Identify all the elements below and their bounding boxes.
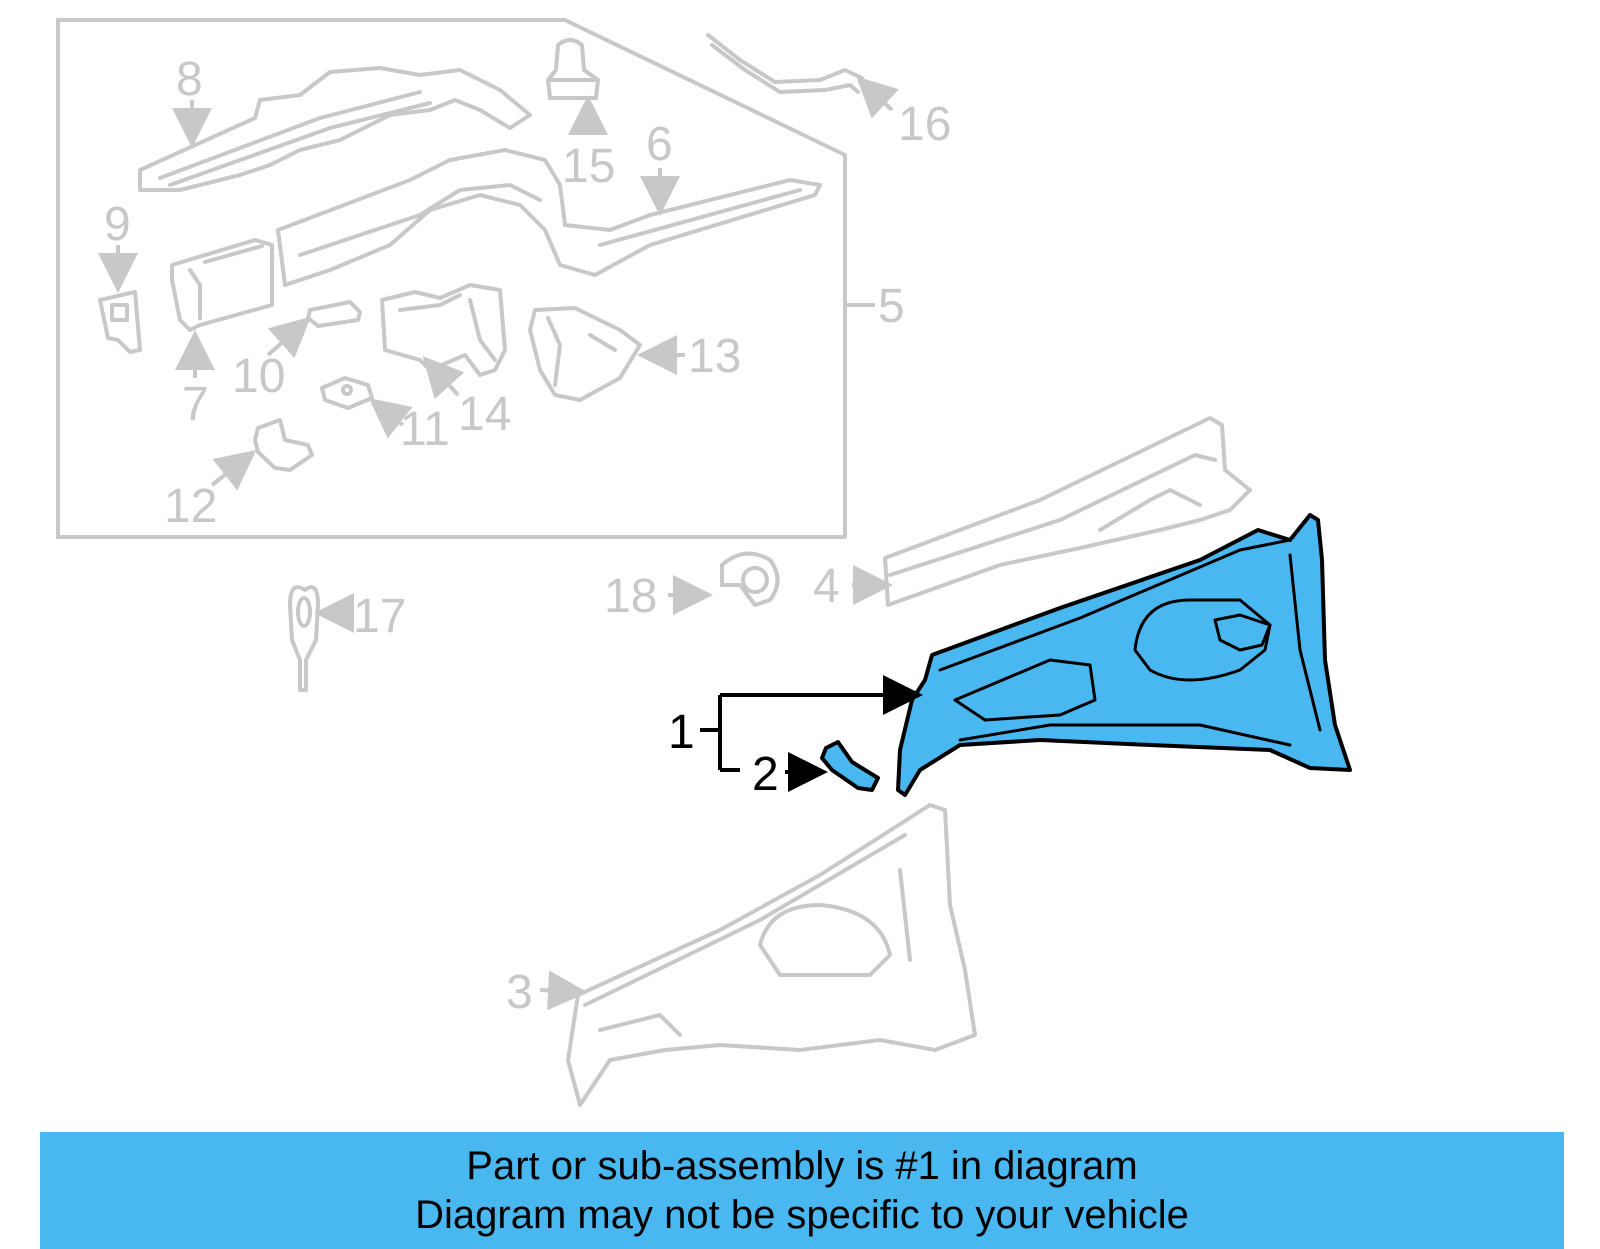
banner-line-1: Part or sub-assembly is #1 in diagram [466,1144,1138,1188]
part-3-apron [539,803,977,1107]
part-12-bracket [210,418,314,491]
callout-18: 18 [604,570,657,623]
part-7-member [170,238,274,378]
callout-12: 12 [164,480,217,533]
callout-14: 14 [458,388,511,441]
callout-3: 3 [506,966,533,1019]
callout-8: 8 [176,53,203,106]
callout-9: 9 [104,198,131,251]
part-16-bar [706,33,900,119]
part-10-pad [266,300,362,359]
part-6-rail [276,148,822,287]
part-9-bracket [98,245,142,354]
callout-17: 17 [353,590,406,643]
callout-2: 2 [752,748,779,801]
part-17-tiedown [288,585,354,692]
callout-5: 5 [878,280,905,333]
subassembly-box [56,18,847,539]
callout-4: 4 [813,560,840,613]
part-14-bracket [380,283,507,400]
callout-15: 15 [562,140,615,193]
banner-line-2: Diagram may not be specific to your vehi… [415,1193,1189,1237]
part-4-apron-rail [852,416,1252,607]
callout-7: 7 [182,378,209,431]
callout-10: 10 [232,350,285,403]
callout-6: 6 [646,118,673,171]
part-15-bumper [546,38,608,135]
callout-13: 13 [688,330,741,383]
part-18-grommet [668,551,780,615]
callout-11: 11 [400,403,450,456]
callout-1: 1 [668,706,695,759]
part-13-bracket [528,306,685,402]
leader-1 [700,695,722,770]
callout-16: 16 [898,98,951,151]
part-2-bracket [820,740,880,792]
info-banner: Part or sub-assembly is #1 in diagram Di… [40,1132,1564,1249]
part-11-pad [320,376,413,439]
part-1-apron-assembly [896,513,1352,797]
part-8-rail [138,66,532,192]
